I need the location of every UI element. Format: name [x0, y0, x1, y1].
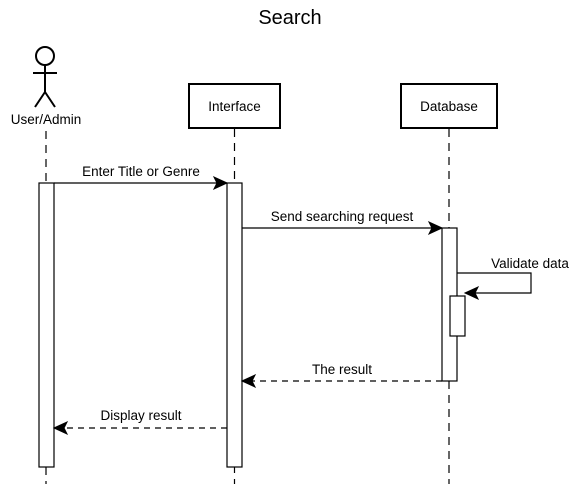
participant-interface-label: Interface — [208, 99, 261, 114]
activation-actor — [38, 182, 55, 468]
message-the-result-label: The result — [312, 362, 372, 377]
actor-icon — [33, 46, 57, 108]
activation-interface — [226, 182, 243, 468]
message-display-result-label: Display result — [100, 408, 181, 423]
message-enter-title — [54, 175, 229, 191]
message-validate-data-label: Validate data — [491, 256, 569, 271]
participant-database-label: Database — [420, 99, 478, 114]
message-enter-title-label: Enter Title or Genre — [82, 164, 200, 179]
message-send-request-label: Send searching request — [271, 209, 414, 224]
message-display-result — [52, 420, 227, 436]
message-validate-data — [457, 272, 532, 301]
message-send-request — [242, 220, 444, 236]
actor-label: User/Admin — [11, 112, 82, 127]
participant-database: Database — [400, 83, 498, 129]
activation-database-nested — [449, 295, 466, 337]
diagram-title: Search — [258, 7, 321, 29]
message-the-result — [240, 373, 442, 389]
participant-interface: Interface — [188, 83, 281, 129]
